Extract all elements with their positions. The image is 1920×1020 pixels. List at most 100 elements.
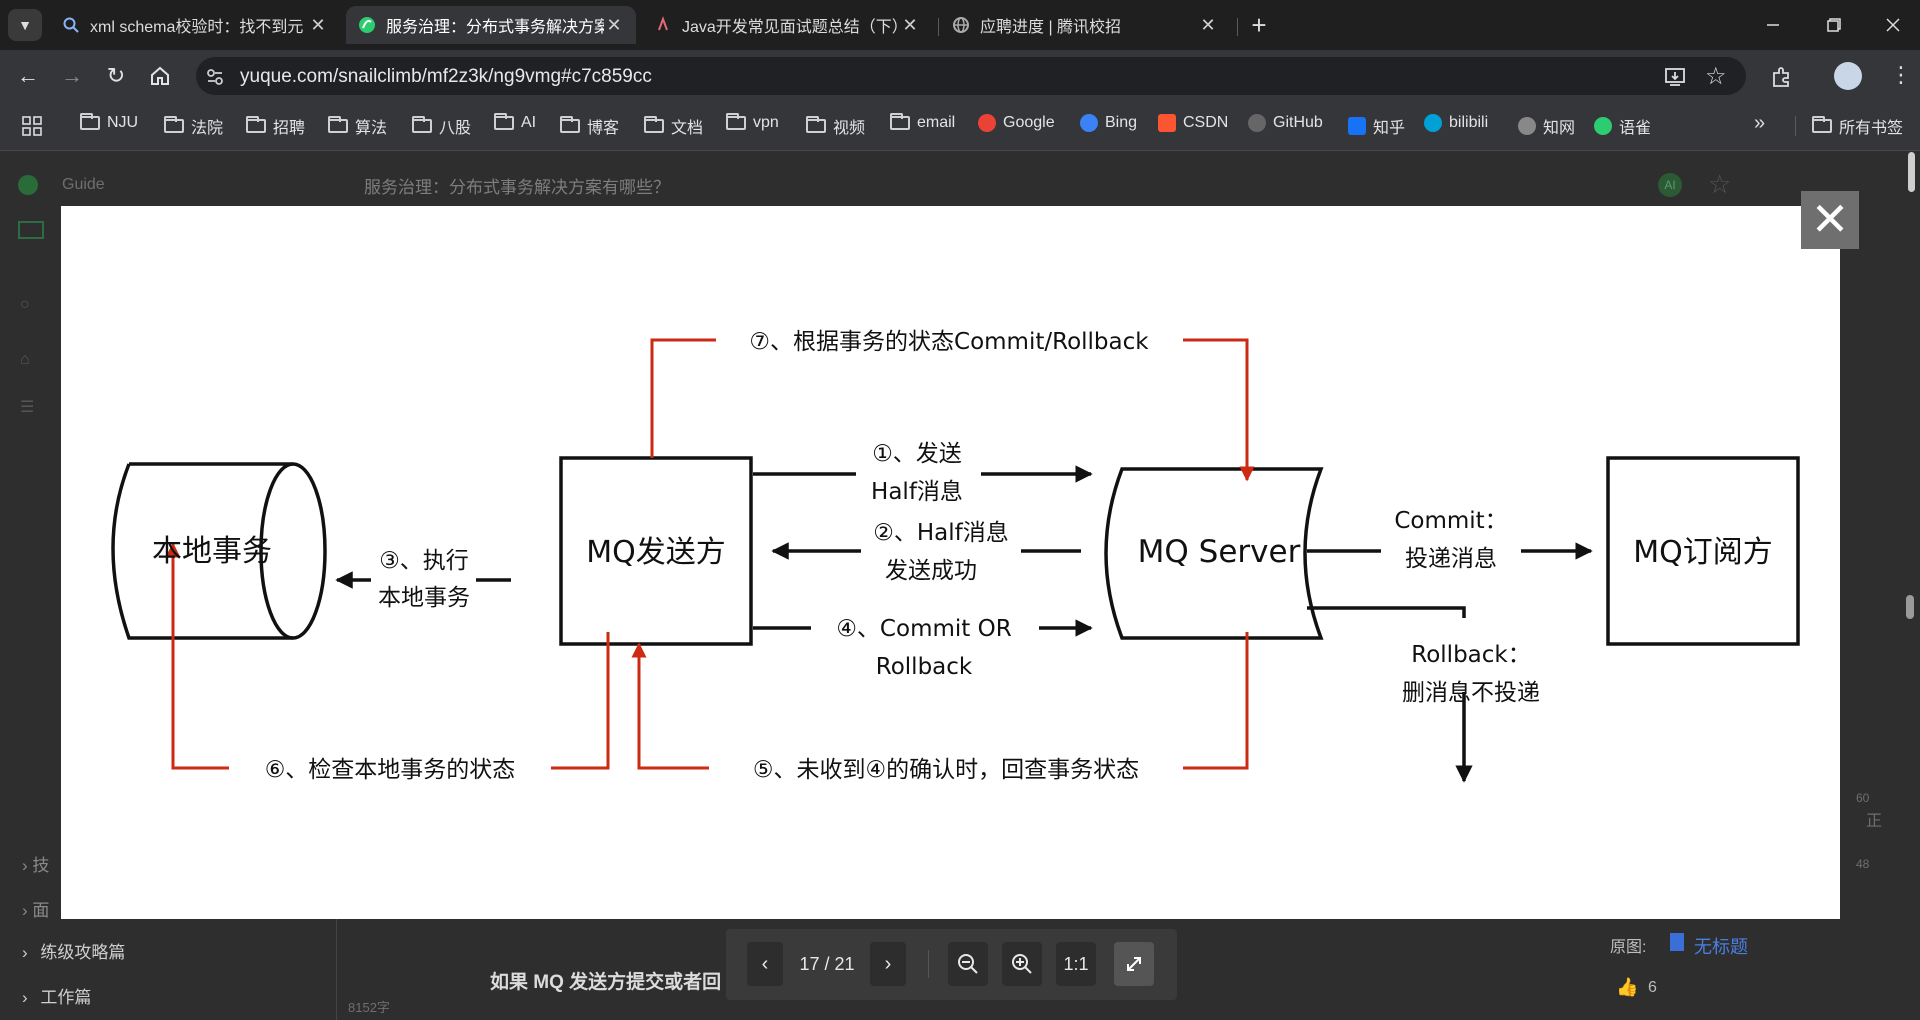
bookmark-label: vpn xyxy=(753,114,779,131)
install-app-icon[interactable] xyxy=(1664,66,1686,88)
local-tx-label: 本地事务 xyxy=(152,534,272,569)
fit-screen-button[interactable] xyxy=(1114,942,1154,986)
toc-icon[interactable]: ☰ xyxy=(20,399,35,416)
bookmark-3[interactable]: 招聘 xyxy=(246,114,305,138)
restore-button[interactable] xyxy=(1820,12,1846,38)
bookmark-13[interactable]: Bing xyxy=(1080,114,1137,132)
bookmark-label: bilibili xyxy=(1449,114,1489,131)
close-tab-icon[interactable]: ✕ xyxy=(1200,14,1216,35)
profile-avatar[interactable] xyxy=(1834,62,1862,90)
tab-label: 服务治理：分布式事务解决方案 xyxy=(386,19,604,36)
bookmark-9[interactable]: vpn xyxy=(726,113,779,132)
sidebar-toggle-icon[interactable] xyxy=(18,221,44,239)
bookmark-label: 算法 xyxy=(355,120,388,137)
close-tab-icon[interactable]: ✕ xyxy=(902,14,918,35)
bookmark-11[interactable]: email xyxy=(890,113,955,132)
bookmark-label: 视频 xyxy=(833,120,866,137)
zoom-in-button[interactable] xyxy=(1002,942,1042,986)
folder-icon xyxy=(726,113,746,130)
arrow-step7 xyxy=(650,338,716,458)
site-info-icon[interactable] xyxy=(204,66,226,88)
bookmark-label: Google xyxy=(1003,114,1055,131)
extensions-icon[interactable] xyxy=(1770,65,1794,89)
reload-button[interactable]: ↻ xyxy=(106,63,126,88)
bookmark-8[interactable]: 文档 xyxy=(644,114,703,138)
bookmark-12[interactable]: Google xyxy=(978,114,1055,132)
right-count-1: 60 xyxy=(1856,791,1870,805)
favorite-star-icon[interactable]: ☆ xyxy=(1708,169,1732,199)
sidebar-search-icon[interactable]: ○ xyxy=(20,296,30,313)
menu-icon[interactable]: ⋮ xyxy=(1890,62,1912,87)
bookmark-17[interactable]: bilibili xyxy=(1424,114,1488,132)
sidebar-item-interview[interactable]: › 面 xyxy=(22,901,50,920)
sidebar-item-label: 面 xyxy=(32,901,50,920)
tab-java-interview[interactable]: Java开发常见面试题总结（下） ✕ xyxy=(642,6,932,44)
bookmark-14[interactable]: CSDN xyxy=(1158,114,1228,132)
commit-label-a: Commit： xyxy=(1394,508,1507,534)
ai-badge[interactable]: AI xyxy=(1658,173,1682,197)
browser-scrollbar-thumb[interactable] xyxy=(1908,152,1915,192)
tab-distributed-tx[interactable]: 服务治理：分布式事务解决方案 ✕ xyxy=(346,6,636,44)
minimize-button[interactable] xyxy=(1760,12,1786,38)
bookmark-star-icon[interactable]: ☆ xyxy=(1705,63,1727,90)
bookmark-label: 知乎 xyxy=(1373,120,1406,137)
bilibili-icon xyxy=(1424,114,1442,132)
all-bookmarks-folder[interactable]: 所有书签 xyxy=(1812,114,1903,138)
step3-label-b: 本地事务 xyxy=(378,585,470,611)
apps-grid-icon[interactable] xyxy=(22,116,42,136)
bookmark-10[interactable]: 视频 xyxy=(806,114,865,138)
home-button[interactable] xyxy=(146,62,174,90)
close-window-button[interactable] xyxy=(1880,12,1906,38)
breadcrumb[interactable]: Guide xyxy=(62,176,105,193)
bookmark-16[interactable]: 知乎 xyxy=(1348,114,1405,138)
source-link[interactable]: 无标题 xyxy=(1694,937,1748,957)
page-scrollbar-thumb[interactable] xyxy=(1906,595,1914,619)
expand-icon xyxy=(1127,957,1141,971)
bookmark-7[interactable]: 博客 xyxy=(560,114,619,138)
arrow-step5 xyxy=(1183,632,1249,770)
bookmark-6[interactable]: AI xyxy=(494,113,536,132)
actual-size-button[interactable]: 1:1 xyxy=(1056,942,1096,986)
image-viewer: 本地事务 MQ发送方 MQ Server MQ订阅方 ①、发送 Half消息 ②… xyxy=(61,206,1840,919)
bookmark-label: 法院 xyxy=(191,120,224,137)
url-text[interactable]: yuque.com/snailclimb/mf2z3k/ng9vmg#c7c85… xyxy=(240,66,652,87)
tab-search-button[interactable]: ▼ xyxy=(8,9,42,41)
bookmark-5[interactable]: 八股 xyxy=(412,114,471,138)
zoom-out-icon xyxy=(958,954,978,974)
sidebar-item-training[interactable]: › 练级攻略篇 xyxy=(22,943,126,962)
bing-icon xyxy=(1080,114,1098,132)
tab-tencent-recruit[interactable]: 应聘进度 | 腾讯校招 ✕ xyxy=(940,6,1230,44)
bookmark-19[interactable]: 语雀 xyxy=(1594,114,1651,138)
rollback-label-b: 删消息不投递 xyxy=(1402,680,1540,706)
yuque-logo xyxy=(18,175,38,195)
tab-label: 应聘进度 | 腾讯校招 xyxy=(980,19,1122,36)
address-bar[interactable] xyxy=(196,57,1746,95)
bookmark-15[interactable]: GitHub xyxy=(1248,114,1323,132)
sidebar-item-work[interactable]: › 工作篇 xyxy=(22,988,92,1007)
new-tab-button[interactable]: + xyxy=(1251,10,1267,40)
bookmark-18[interactable]: 知网 xyxy=(1518,114,1575,138)
prev-image-button[interactable]: ‹ xyxy=(747,942,783,986)
all-bookmarks-label: 所有书签 xyxy=(1839,120,1904,137)
close-tab-icon[interactable]: ✕ xyxy=(606,14,622,35)
more-bookmarks-icon[interactable]: » xyxy=(1754,112,1766,134)
csdn-icon xyxy=(1158,114,1176,132)
arrow-step6 xyxy=(551,632,610,770)
close-viewer-button[interactable]: ✕ xyxy=(1801,191,1859,249)
like-icon[interactable]: 👍 xyxy=(1616,977,1639,997)
next-image-button[interactable]: › xyxy=(870,942,906,986)
server-shape xyxy=(1104,467,1324,640)
tab-xml-schema[interactable]: xml schema校验时：找不到元 ✕ xyxy=(50,6,340,44)
home-nav-icon[interactable]: ⌂ xyxy=(20,351,30,368)
sidebar-item-tech[interactable]: › 技 xyxy=(22,856,50,875)
producer-box xyxy=(559,456,753,646)
forward-button[interactable]: → xyxy=(61,63,83,88)
zoom-out-button[interactable] xyxy=(948,942,988,986)
back-button[interactable]: ← xyxy=(17,63,39,88)
zoom-in-icon xyxy=(1012,954,1032,974)
bookmark-4[interactable]: 算法 xyxy=(328,114,387,138)
bookmark-1[interactable]: NJU xyxy=(80,113,138,132)
bookmark-2[interactable]: 法院 xyxy=(164,114,223,138)
close-tab-icon[interactable]: ✕ xyxy=(310,14,326,35)
step4-label-b: Rollback xyxy=(876,654,973,680)
